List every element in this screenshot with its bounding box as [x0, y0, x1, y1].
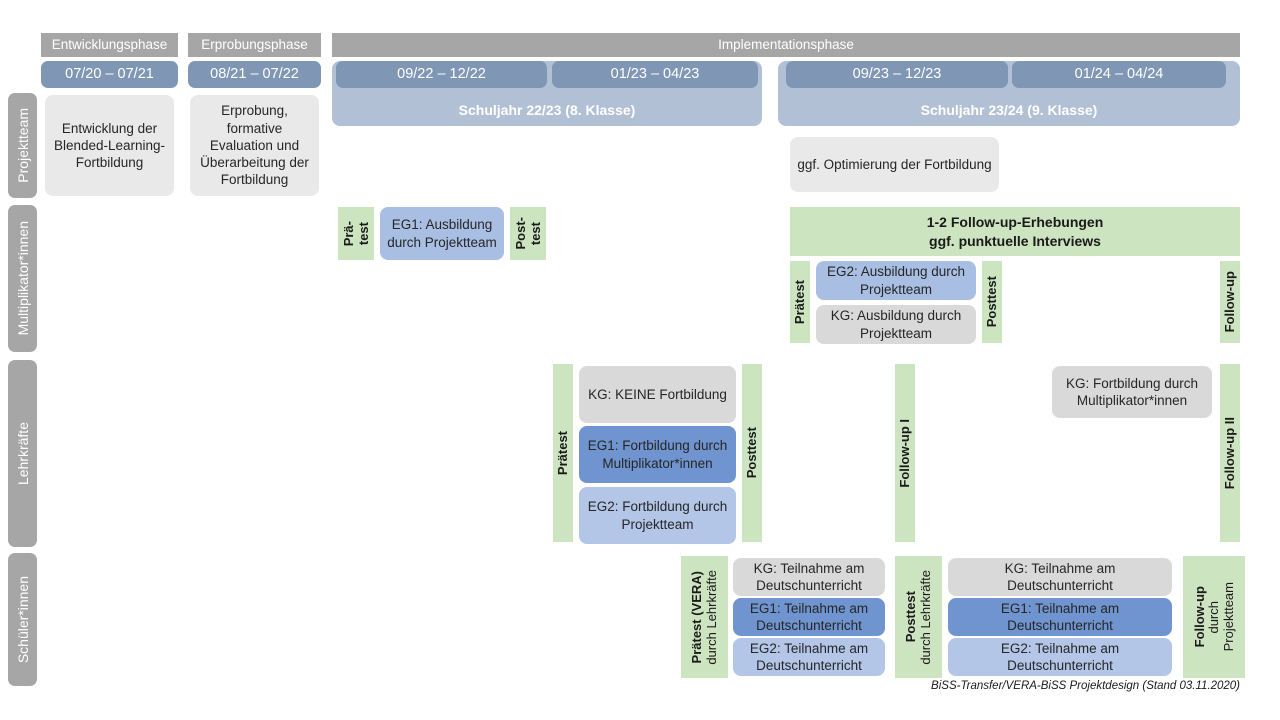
- date-chip-0821-0722: 08/21 – 07/22: [188, 61, 321, 88]
- followup-1-text: Follow-up I: [897, 418, 913, 488]
- followup-2-text: Follow-up II: [1222, 416, 1238, 490]
- posttest-text: Posttest: [744, 427, 760, 479]
- praetest-vera-sub: durch Lehrkräfte: [704, 569, 719, 665]
- greenbar-posttest-schueler: Posttest durch Lehrkräfte: [895, 556, 942, 678]
- box-kg-ausbildung-projektteam: KG: Ausbildung durch Projektteam: [816, 305, 976, 344]
- greenbar-posttest-mult-2: Posttest: [982, 261, 1002, 343]
- box-eg2-teilnahme-deutschunterricht-1: EG2: Teilnahme am Deutschunterricht: [733, 638, 885, 676]
- row-label-schueler: Schüler*innen: [8, 553, 37, 686]
- praetest-vera-bold: Prätest (VERA): [689, 570, 705, 664]
- greenbar-followup-schueler: Follow-up durch Projektteam: [1183, 556, 1245, 678]
- row-label-projektteam: Projektteam: [8, 93, 37, 198]
- phase-header-erprobungsphase: Erprobungsphase: [188, 33, 321, 57]
- date-chip-0720-0721: 07/20 – 07/21: [41, 61, 178, 88]
- greenbar-posttest-lehrkraefte: Posttest: [742, 364, 762, 542]
- posttest-line-1: Post-: [512, 217, 528, 250]
- praetest-line-1: Prä-: [340, 220, 356, 247]
- followup-bold: Follow-up: [1191, 586, 1207, 648]
- posttest-bold: Posttest: [903, 591, 919, 643]
- followup-text: Follow-up: [1222, 271, 1238, 333]
- box-kg-fortbildung-multiplikatoren: KG: Fortbildung durch Multiplikator*inne…: [1052, 366, 1212, 418]
- greenbar-praetest-mult-1: Prä- test: [338, 207, 374, 260]
- box-eg1-ausbildung-projektteam: EG1: Ausbildung durch Projektteam: [380, 207, 504, 260]
- banner-line-1: 1-2 Follow-up-Erhebungen: [926, 214, 1104, 231]
- phase-header-entwicklungsphase: Entwicklungsphase: [41, 33, 178, 57]
- greenbar-followup-mult: Follow-up: [1220, 261, 1240, 343]
- date-chip-0124-0424: 01/24 – 04/24: [1012, 61, 1226, 88]
- box-kg-teilnahme-deutschunterricht-2: KG: Teilnahme am Deutschunterricht: [948, 558, 1172, 596]
- greenbar-followup-2-lehrkraefte: Follow-up II: [1220, 364, 1240, 542]
- box-erprobung-evaluation: Erprobung, formative Evaluation und Über…: [190, 95, 319, 196]
- box-eg1-fortbildung-multiplikatoren: EG1: Fortbildung durch Multiplikator*inn…: [579, 426, 736, 483]
- greenbar-praetest-vera-schueler: Prätest (VERA) durch Lehrkräfte: [681, 556, 728, 678]
- greenbar-praetest-lehrkraefte: Prätest: [553, 364, 573, 542]
- box-eg1-teilnahme-deutschunterricht-1: EG1: Teilnahme am Deutschunterricht: [733, 598, 885, 636]
- box-eg2-fortbildung-projektteam: EG2: Fortbildung durch Projektteam: [579, 487, 736, 544]
- row-label-multiplikatoren-text: Multiplikator*innen: [14, 221, 31, 336]
- banner-line-2: ggf. punktuelle Interviews: [929, 232, 1101, 249]
- banner-followup-erhebungen: 1-2 Follow-up-Erhebungen ggf. punktuelle…: [790, 207, 1240, 256]
- greenbar-posttest-mult-1: Post- test: [510, 207, 546, 260]
- box-eg1-teilnahme-deutschunterricht-2: EG1: Teilnahme am Deutschunterricht: [948, 598, 1172, 636]
- followup-sub-1: durch: [1206, 600, 1222, 634]
- date-chip-0922-1222: 09/22 – 12/22: [336, 61, 547, 88]
- box-eg2-teilnahme-deutschunterricht-2: EG2: Teilnahme am Deutschunterricht: [948, 638, 1172, 676]
- praetest-line-2: test: [355, 221, 371, 246]
- row-label-multiplikatoren: Multiplikator*innen: [8, 205, 37, 352]
- greenbar-praetest-mult-2: Prätest: [790, 261, 810, 343]
- phase-header-implementationsphase: Implementationsphase: [332, 33, 1240, 57]
- row-label-lehrkraefte-text: Lehrkräfte: [14, 421, 31, 486]
- box-ggf-optimierung: ggf. Optimierung der Fortbildung: [790, 137, 999, 192]
- greenbar-followup-1-lehrkraefte: Follow-up I: [895, 364, 915, 542]
- box-eg2-ausbildung-projektteam: EG2: Ausbildung durch Projektteam: [816, 261, 976, 300]
- box-entwicklung-fortbildung: Entwicklung der Blended-Learning-Fortbil…: [45, 95, 174, 196]
- box-kg-teilnahme-deutschunterricht-1: KG: Teilnahme am Deutschunterricht: [733, 558, 885, 596]
- praetest-text: Prätest: [792, 279, 808, 325]
- posttest-text: Posttest: [984, 276, 1000, 328]
- box-kg-keine-fortbildung: KG: KEINE Fortbildung: [579, 366, 736, 423]
- posttest-line-2: test: [527, 221, 543, 246]
- row-label-projektteam-text: Projektteam: [14, 108, 31, 183]
- footer-caption: BiSS-Transfer/VERA-BiSS Projektdesign (S…: [931, 680, 1240, 692]
- row-label-schueler-text: Schüler*innen: [14, 575, 31, 664]
- posttest-sub: durch Lehrkräfte: [918, 569, 933, 665]
- date-chip-0123-0423: 01/23 – 04/23: [552, 61, 758, 88]
- row-label-lehrkraefte: Lehrkräfte: [8, 360, 37, 547]
- praetest-text: Prätest: [555, 430, 571, 476]
- followup-sub-2: Projektteam: [1220, 582, 1236, 652]
- date-chip-0923-1223: 09/23 – 12/23: [786, 61, 1008, 88]
